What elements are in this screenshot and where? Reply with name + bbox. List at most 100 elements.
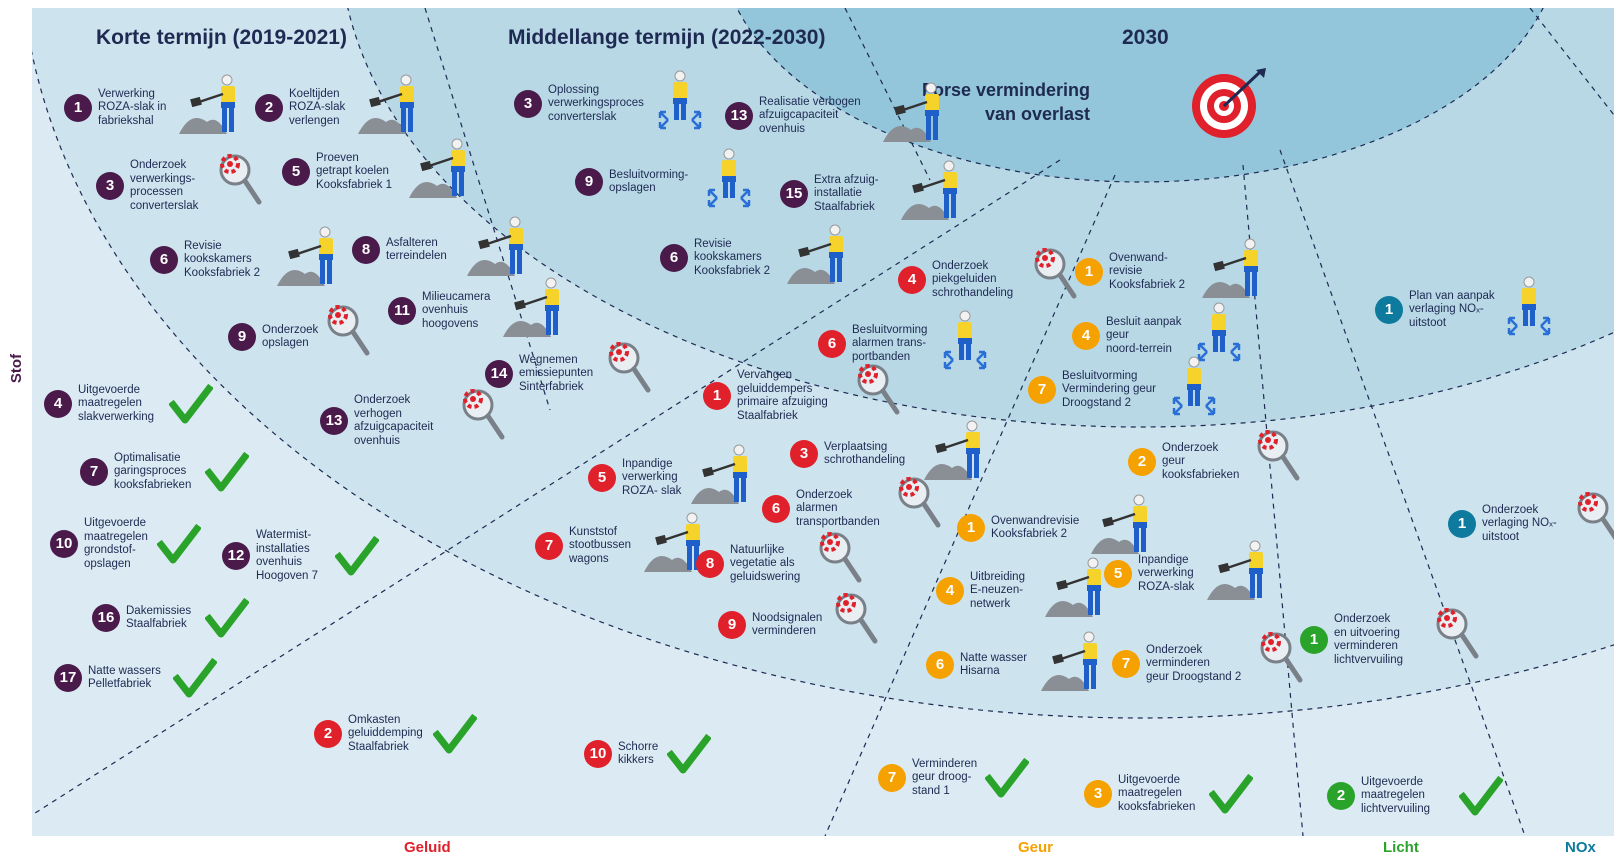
measure-number-badge: 6 bbox=[762, 495, 790, 523]
target-icon bbox=[1192, 68, 1266, 138]
measure-label: Koeltijden ROZA-slak verlengen bbox=[289, 87, 346, 127]
worker-shovel-icon bbox=[1089, 492, 1159, 561]
worker-shovel-icon bbox=[785, 222, 855, 291]
measure-label: Onderzoek verlaging NOₓ- uitstoot bbox=[1482, 503, 1557, 543]
measure-number-badge: 1 bbox=[64, 94, 92, 122]
measure-label: Dakemissies Staalfabriek bbox=[126, 604, 192, 631]
measure-number-badge: 5 bbox=[588, 464, 616, 492]
measure-number-badge: 1 bbox=[703, 382, 731, 410]
measure-label: Onderzoek opslagen bbox=[262, 323, 319, 350]
check-icon bbox=[1457, 775, 1504, 821]
target-line-2: van overlast bbox=[984, 104, 1090, 124]
target-line-1: Forse vermindering bbox=[921, 80, 1090, 100]
measure-number-badge: 14 bbox=[485, 360, 513, 388]
measure-number-badge: 2 bbox=[1128, 448, 1156, 476]
worker-shovel-icon bbox=[922, 418, 992, 487]
measure-number-badge: 9 bbox=[718, 611, 746, 639]
research-magnifier-icon bbox=[815, 528, 865, 589]
measure-label: Onderzoek verwerkings- processen convert… bbox=[130, 159, 199, 212]
measure-label: Natuurlijke vegetatie als geluidswering bbox=[730, 543, 801, 583]
measure-number-badge: 11 bbox=[388, 297, 416, 325]
measure-number-badge: 6 bbox=[926, 651, 954, 679]
measure-number-badge: 2 bbox=[314, 720, 342, 748]
measure-number-badge: 10 bbox=[50, 530, 78, 558]
measure-label: Inpandige verwerking ROZA-slak bbox=[1138, 553, 1195, 593]
worker-shovel-icon bbox=[407, 136, 477, 205]
measure-label: Inpandige verwerking ROZA- slak bbox=[622, 457, 682, 497]
research-magnifier-icon bbox=[831, 589, 881, 650]
axis-label-geur: Geur bbox=[1018, 839, 1054, 856]
measure-label: Verplaatsing schrothandeling bbox=[824, 440, 906, 467]
check-icon bbox=[156, 523, 202, 569]
research-magnifier-icon bbox=[604, 338, 654, 399]
research-magnifier-icon bbox=[1256, 628, 1306, 689]
worker-plan-icon bbox=[658, 68, 702, 135]
check-icon bbox=[1208, 773, 1255, 819]
measure-number-badge: 10 bbox=[584, 740, 612, 768]
measure-number-badge: 2 bbox=[255, 94, 283, 122]
measure-label: Revisie kookskamers Kooksfabriek 2 bbox=[694, 237, 771, 277]
worker-plan-icon bbox=[943, 308, 987, 375]
measure-number-badge: 4 bbox=[44, 390, 72, 418]
research-magnifier-icon bbox=[894, 473, 944, 534]
measure-label: Ovenwand- revisie Kooksfabriek 2 bbox=[1109, 251, 1186, 291]
research-magnifier-icon bbox=[458, 385, 508, 446]
measure-number-badge: 6 bbox=[818, 330, 846, 358]
measure-label: Onderzoek geur kooksfabrieken bbox=[1162, 441, 1240, 481]
check-icon bbox=[665, 733, 712, 779]
measure-number-badge: 4 bbox=[898, 266, 926, 294]
measure-number-badge: 7 bbox=[80, 458, 108, 486]
measure-number-badge: 13 bbox=[725, 102, 753, 130]
check-icon bbox=[334, 535, 380, 581]
measure-label: Natte wasser Hisarna bbox=[960, 651, 1028, 678]
worker-plan-icon bbox=[707, 146, 751, 213]
worker-shovel-icon bbox=[1039, 629, 1109, 698]
research-magnifier-icon bbox=[853, 360, 903, 421]
measure-label: Onderzoek alarmen transportbanden bbox=[796, 488, 880, 528]
worker-shovel-icon bbox=[356, 72, 426, 141]
measure-label: Extra afzuig- installatie Staalfabriek bbox=[814, 173, 879, 213]
measure-label: Verwerking ROZA-slak in fabriekshal bbox=[98, 87, 167, 127]
measure-number-badge: 17 bbox=[54, 664, 82, 692]
worker-plan-icon bbox=[1172, 354, 1216, 421]
measure-number-badge: 4 bbox=[936, 577, 964, 605]
worker-shovel-icon bbox=[881, 80, 951, 149]
target-goal-text: Forse vermindering van overlast bbox=[922, 78, 1090, 126]
measure-label: Omkasten geluiddemping Staalfabriek bbox=[348, 713, 423, 753]
measure-label: Wegnemen emissiepunten Sinterfabriek bbox=[519, 353, 594, 393]
measure-number-badge: 7 bbox=[1112, 650, 1140, 678]
research-magnifier-icon bbox=[323, 301, 373, 362]
worker-shovel-icon bbox=[275, 224, 345, 293]
measure-number-badge: 15 bbox=[780, 180, 808, 208]
measure-number-badge: 9 bbox=[575, 168, 603, 196]
check-icon bbox=[204, 451, 251, 497]
worker-shovel-icon bbox=[1200, 236, 1270, 305]
measure-number-badge: 12 bbox=[222, 542, 250, 570]
measure-label: Onderzoek piekgeluiden schrothandeling bbox=[932, 259, 1014, 299]
measure-label: Onderzoek verminderen geur Droogstand 2 bbox=[1146, 643, 1242, 683]
worker-shovel-icon bbox=[465, 214, 535, 283]
measure-label: Ovenwandrevisie Kooksfabriek 2 bbox=[991, 514, 1080, 541]
worker-shovel-icon bbox=[1043, 555, 1113, 624]
measure-number-badge: 1 bbox=[1300, 626, 1328, 654]
research-magnifier-icon bbox=[215, 150, 265, 211]
measure-label: Vervangen geluiddempers primaire afzuigi… bbox=[737, 369, 828, 422]
measure-label: Uitgevoerde maatregelen kooksfabrieken bbox=[1118, 773, 1196, 813]
measure-number-badge: 4 bbox=[1072, 322, 1100, 350]
axis-label-nox: NOx bbox=[1565, 839, 1596, 856]
measure-label: Onderzoek verhogen afzuigcapaciteit oven… bbox=[354, 394, 434, 447]
check-icon bbox=[432, 713, 479, 759]
measure-label: Besluitvorming Vermindering geur Droogst… bbox=[1062, 369, 1156, 409]
measure-label: Schorre kikkers bbox=[618, 740, 659, 767]
measure-number-badge: 8 bbox=[352, 236, 380, 264]
research-magnifier-icon bbox=[1030, 244, 1080, 305]
measure-number-badge: 5 bbox=[1104, 560, 1132, 588]
check-icon bbox=[168, 383, 215, 429]
measure-number-badge: 8 bbox=[696, 550, 724, 578]
measure-label: Plan van aanpak verlaging NOₓ- uitstoot bbox=[1409, 289, 1495, 329]
header-2030: 2030 bbox=[1122, 26, 1169, 49]
worker-plan-icon bbox=[1197, 300, 1241, 367]
worker-shovel-icon bbox=[689, 442, 759, 511]
measure-number-badge: 1 bbox=[1075, 258, 1103, 286]
worker-plan-icon bbox=[1507, 274, 1551, 341]
